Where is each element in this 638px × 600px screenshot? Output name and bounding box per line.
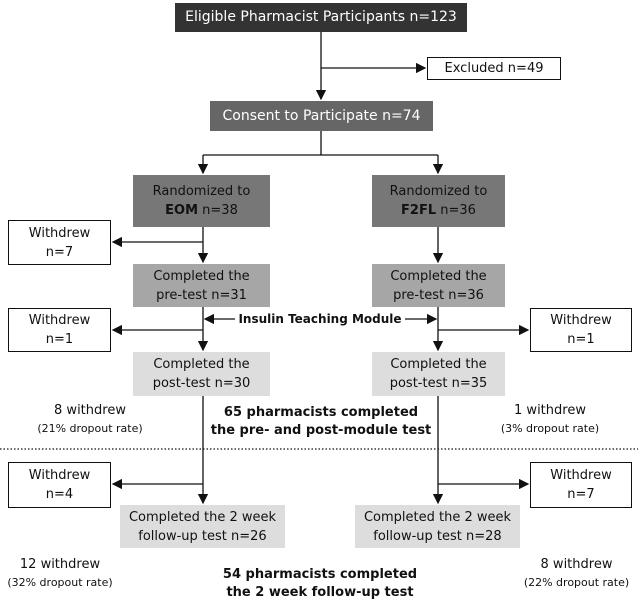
excluded-box: Excluded n=49 bbox=[427, 57, 561, 80]
fu-eom-l2: follow-up test n=26 bbox=[138, 528, 267, 544]
s1l-l2: (21% dropout rate) bbox=[37, 422, 143, 435]
wf2-l2: n=1 bbox=[567, 332, 595, 347]
f2fl-arm: F2FL bbox=[401, 203, 437, 218]
s2r-l2: (22% dropout rate) bbox=[523, 576, 630, 589]
withdrew-f2fl-2: Withdrew n=1 bbox=[530, 308, 632, 352]
pre-f2fl-l2: pre-test n=36 bbox=[393, 287, 484, 303]
eom-line1: Randomized to bbox=[152, 184, 251, 199]
s1c-l1: 65 pharmacists completed bbox=[223, 405, 419, 420]
pre-eom-l2: pre-test n=31 bbox=[156, 287, 247, 303]
wf2-l1: Withdrew bbox=[550, 313, 612, 328]
summary2-right: 8 withdrew (22% dropout rate) bbox=[515, 556, 638, 592]
withdrew-eom-2: Withdrew n=1 bbox=[8, 308, 111, 352]
summary2-center: 54 pharmacists completed the 2 week follo… bbox=[200, 566, 440, 600]
wf3-l1: Withdrew bbox=[550, 468, 612, 483]
post-eom-l1: Completed the bbox=[153, 357, 250, 372]
summary1-right: 1 withdrew (3% dropout rate) bbox=[470, 402, 630, 438]
followup-f2fl-box: Completed the 2 week follow-up test n=28 bbox=[355, 505, 520, 548]
wf3-l2: n=7 bbox=[567, 487, 595, 502]
s2l-l1: 12 withdrew bbox=[19, 557, 101, 572]
f2fl-line1: Randomized to bbox=[389, 184, 488, 199]
w2-l1: Withdrew bbox=[28, 313, 91, 328]
pre-test-f2fl-box: Completed the pre-test n=36 bbox=[372, 264, 505, 307]
excluded-label: Excluded n=49 bbox=[444, 61, 544, 76]
w1-l2: n=7 bbox=[45, 244, 74, 260]
module-label: Insulin Teaching Module bbox=[238, 312, 402, 326]
s1l-l1: 8 withdrew bbox=[54, 403, 126, 418]
post-test-f2fl-box: Completed the post-test n=35 bbox=[372, 352, 505, 396]
post-test-eom-box: Completed the post-test n=30 bbox=[133, 352, 270, 396]
s2c-l2: the 2 week follow-up test bbox=[226, 585, 414, 600]
withdrew-eom-1: Withdrew n=7 bbox=[8, 220, 111, 265]
f2fl-n: n=36 bbox=[436, 203, 476, 218]
s2l-l2: (32% dropout rate) bbox=[7, 576, 113, 589]
followup-eom-box: Completed the 2 week follow-up test n=26 bbox=[120, 505, 285, 548]
fu-eom-l1: Completed the 2 week bbox=[128, 509, 277, 525]
eligible-box: Eligible Pharmacist Participants n=123 bbox=[175, 3, 467, 32]
fu-f2fl-l1: Completed the 2 week bbox=[363, 509, 512, 525]
consent-box: Consent to Participate n=74 bbox=[210, 101, 433, 131]
eom-arm: EOM bbox=[165, 203, 199, 218]
pre-eom-l1: Completed the bbox=[153, 268, 250, 284]
s2r-l1: 8 withdrew bbox=[540, 557, 613, 572]
w1-l1: Withdrew bbox=[28, 225, 91, 241]
eom-randomized-box: Randomized to EOM n=38 bbox=[133, 175, 270, 227]
eom-n: n=38 bbox=[198, 203, 238, 218]
eligible-label: Eligible Pharmacist Participants n=123 bbox=[185, 9, 457, 25]
pre-f2fl-l1: Completed the bbox=[390, 268, 487, 284]
withdrew-f2fl-3: Withdrew n=7 bbox=[530, 462, 632, 508]
s1r-l1: 1 withdrew bbox=[514, 403, 586, 418]
consent-label: Consent to Participate n=74 bbox=[222, 107, 421, 124]
s1c-l2: the pre- and post-module test bbox=[210, 423, 432, 438]
pre-test-eom-box: Completed the pre-test n=31 bbox=[133, 264, 270, 307]
withdrew-eom-3: Withdrew n=4 bbox=[8, 462, 111, 508]
w3-l1: Withdrew bbox=[28, 468, 91, 483]
w3-l2: n=4 bbox=[45, 487, 74, 502]
summary1-left: 8 withdrew (21% dropout rate) bbox=[10, 402, 170, 438]
summary2-left: 12 withdrew (32% dropout rate) bbox=[0, 556, 120, 592]
post-eom-l2: post-test n=30 bbox=[152, 376, 251, 391]
post-f2fl-l2: post-test n=35 bbox=[389, 376, 488, 391]
s2c-l1: 54 pharmacists completed bbox=[222, 567, 418, 582]
summary1-center: 65 pharmacists completed the pre- and pos… bbox=[205, 404, 437, 440]
s1r-l2: (3% dropout rate) bbox=[500, 422, 600, 435]
post-f2fl-l1: Completed the bbox=[390, 357, 487, 372]
f2fl-randomized-box: Randomized to F2FL n=36 bbox=[372, 175, 505, 227]
fu-f2fl-l2: follow-up test n=28 bbox=[373, 528, 502, 544]
w2-l2: n=1 bbox=[45, 332, 74, 347]
